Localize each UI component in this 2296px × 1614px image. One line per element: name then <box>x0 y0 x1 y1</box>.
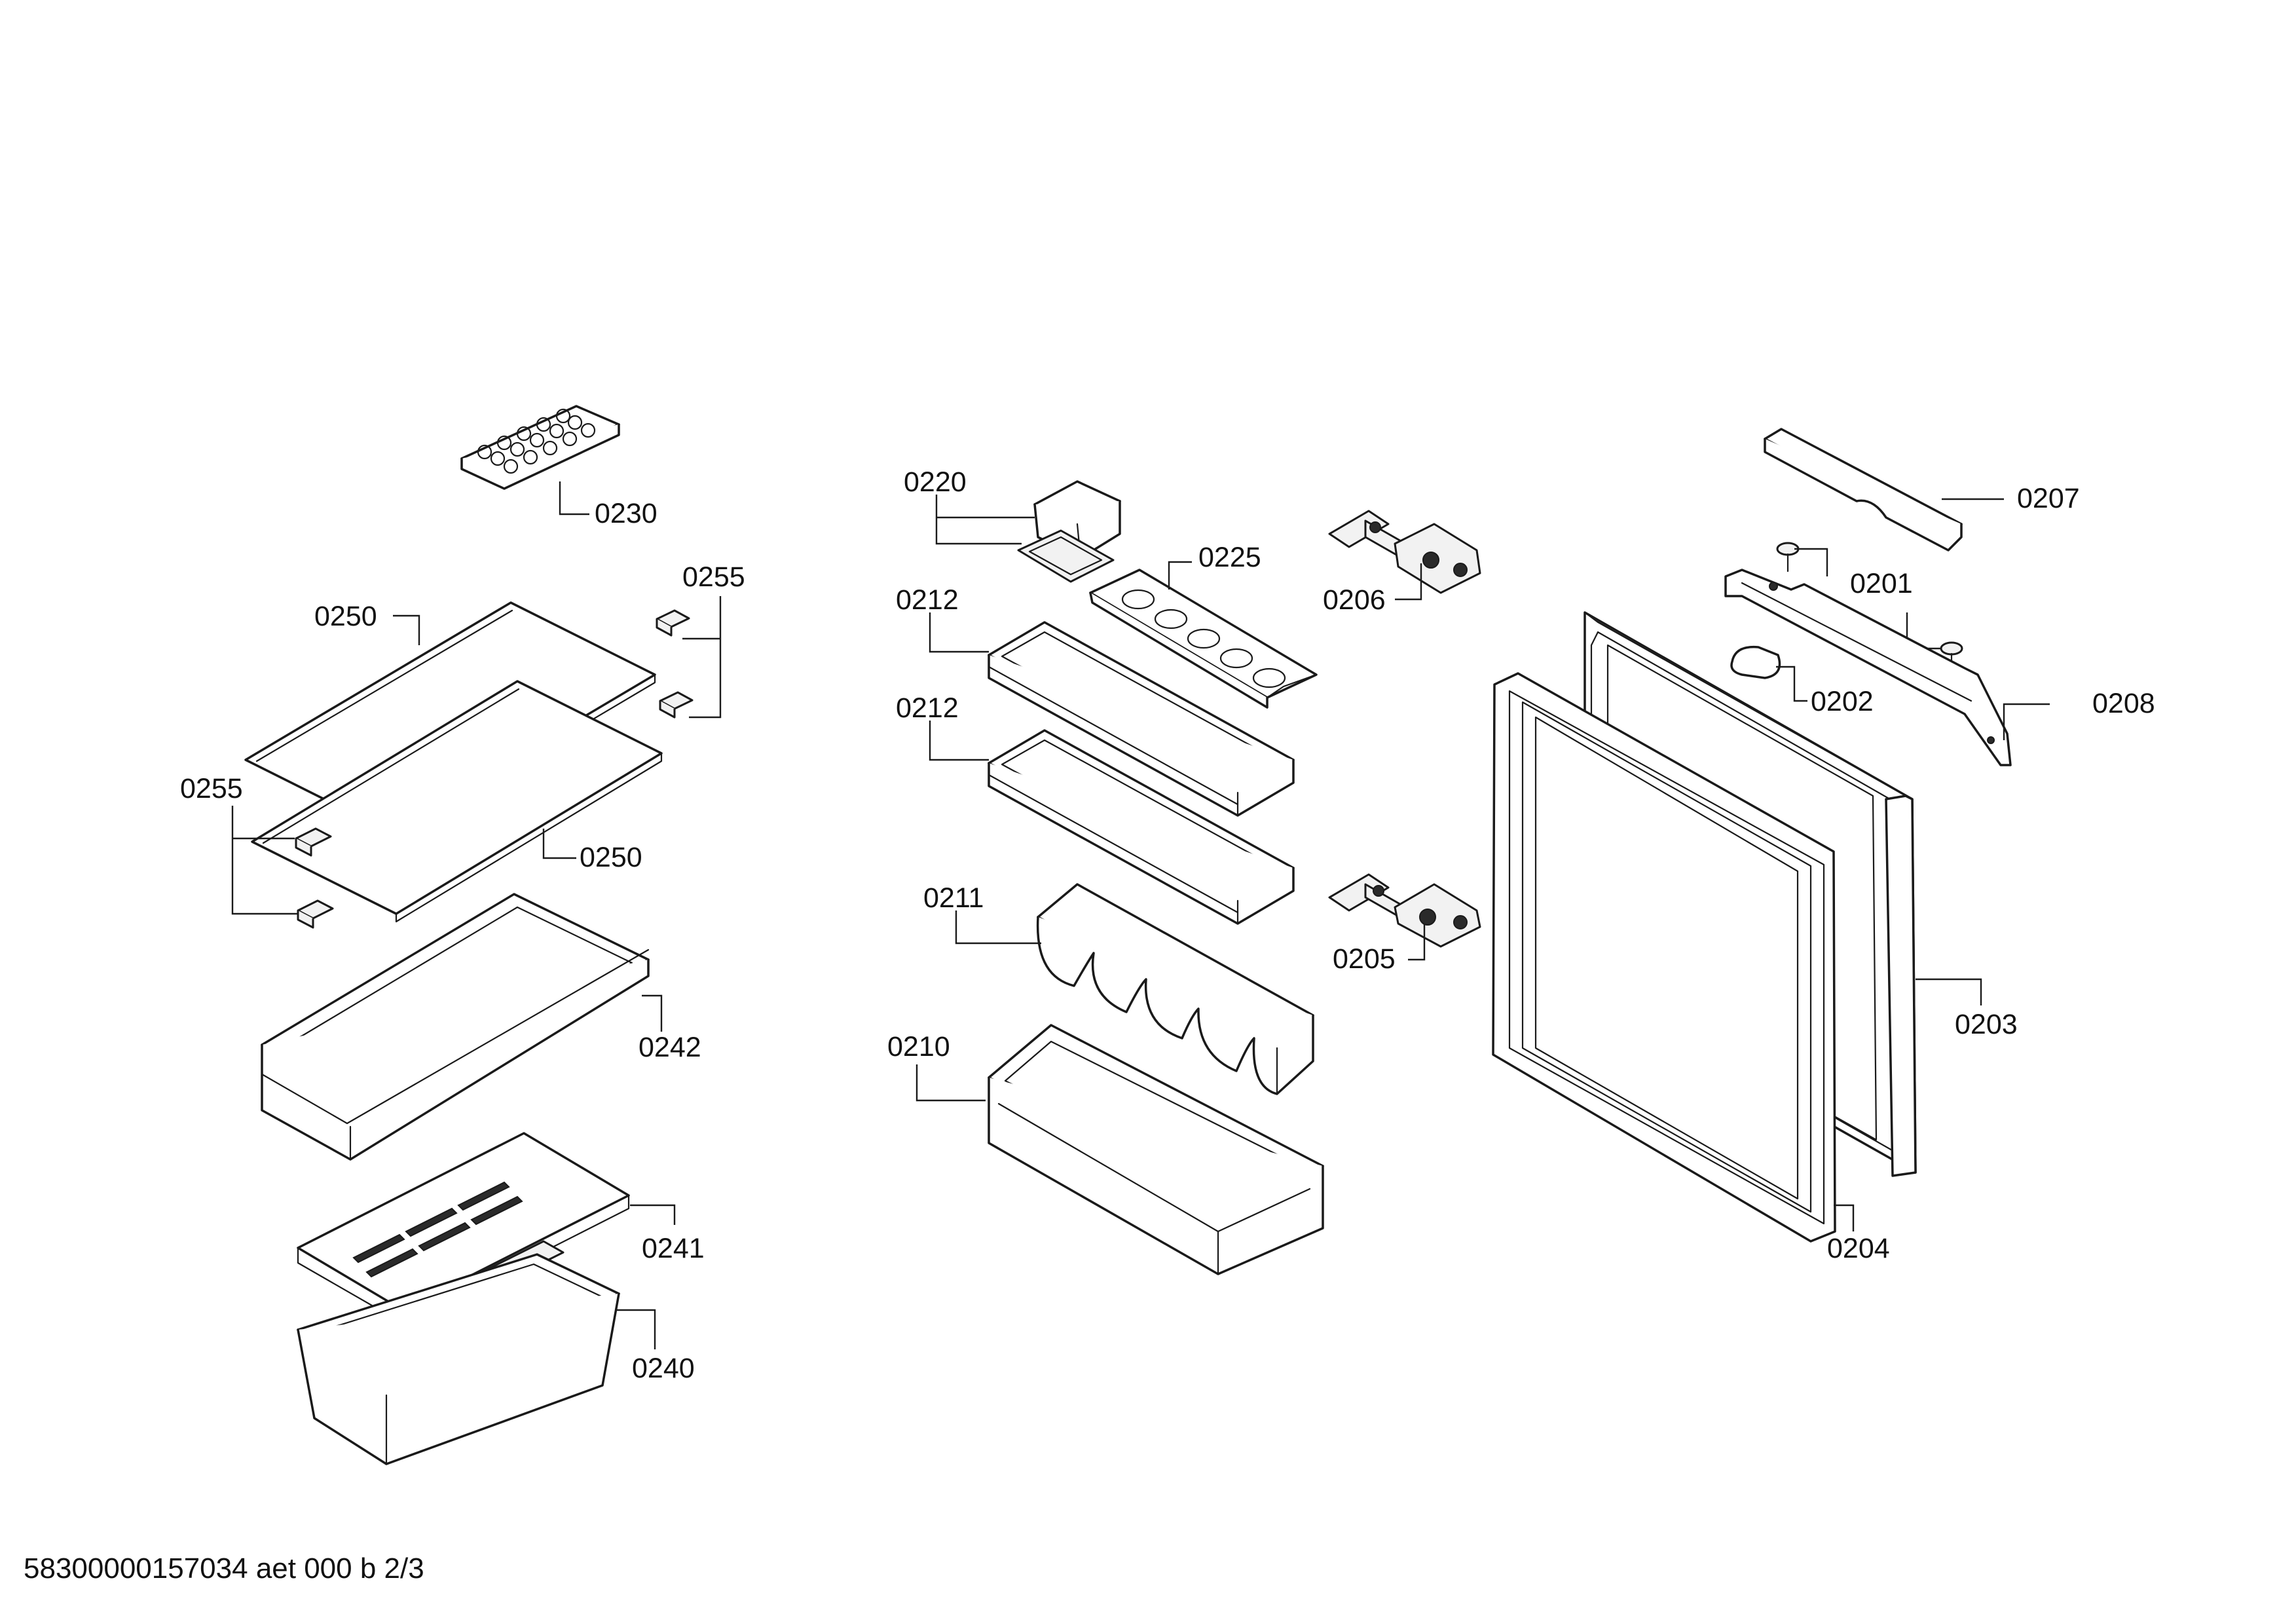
leader-0250b <box>542 829 576 859</box>
callout-0241: 0241 <box>642 1233 705 1264</box>
callout-0201: 0201 <box>1850 568 1913 599</box>
leader-0202 <box>1776 666 1807 702</box>
part-0255-clip-upper <box>656 609 690 637</box>
callout-0207: 0207 <box>2017 483 2080 514</box>
callout-0220: 0220 <box>904 466 967 498</box>
callout-0240: 0240 <box>632 1353 695 1384</box>
callout-0255-left: 0255 <box>180 773 243 804</box>
callout-0205: 0205 <box>1333 943 1396 975</box>
part-0241-drawer-lid <box>297 1132 630 1324</box>
part-0205-lower-hinge <box>1328 873 1481 948</box>
callout-0210: 0210 <box>887 1031 950 1062</box>
leader-0240 <box>616 1309 656 1349</box>
callout-0206: 0206 <box>1323 584 1386 616</box>
part-0240-drawer-tub <box>297 1253 620 1465</box>
callout-0212-lower: 0212 <box>896 692 959 724</box>
leader-0255a <box>682 596 722 719</box>
part-0255-clip-lower <box>659 691 694 719</box>
leader-0242 <box>642 994 663 1032</box>
callout-0202: 0202 <box>1811 686 1874 717</box>
part-0206-upper-hinge <box>1328 510 1481 594</box>
leader-0205 <box>1408 924 1426 961</box>
callout-0230: 0230 <box>595 498 657 529</box>
leader-0210 <box>916 1064 986 1102</box>
leader-0208 <box>2003 703 2050 740</box>
callout-0211: 0211 <box>923 882 984 914</box>
leader-0204 <box>1834 1204 1855 1231</box>
callout-0204: 0204 <box>1827 1233 1890 1264</box>
part-0204-door-seal <box>1492 672 1836 1243</box>
part-0250-lower-shelf <box>251 680 663 923</box>
part-0225-egg-tray <box>1089 569 1318 709</box>
leader-0250a <box>393 614 420 645</box>
part-0208-mounting-bracket <box>1724 569 2012 766</box>
part-0220-butter-box <box>1017 480 1121 583</box>
part-0202-cap <box>1730 645 1781 679</box>
part-0255-clip-left-upper <box>295 827 332 857</box>
leader-0212b <box>929 721 989 761</box>
leader-0230 <box>559 481 589 516</box>
part-0212-door-shelf-lower <box>988 729 1295 925</box>
leader-0211 <box>955 910 1041 945</box>
part-0255-clip-left-lower <box>297 899 334 929</box>
part-0210-bottom-door-bin <box>988 1024 1324 1275</box>
part-0207-top-trim <box>1764 428 1963 552</box>
leader-0206 <box>1395 563 1422 601</box>
callout-0250-lower: 0250 <box>580 842 642 873</box>
callout-0225: 0225 <box>1198 542 1261 573</box>
callout-0250-upper: 0250 <box>314 601 377 632</box>
callout-0255-right: 0255 <box>682 561 745 593</box>
part-0211-bottle-holder <box>1036 883 1314 1095</box>
part-0242-drawer <box>261 893 650 1161</box>
callout-0208: 0208 <box>2092 688 2155 719</box>
part-0212-door-shelf-upper <box>988 621 1295 817</box>
callout-0212-upper: 0212 <box>896 584 959 616</box>
callout-0242: 0242 <box>639 1032 701 1063</box>
leader-0225 <box>1168 561 1192 590</box>
callout-0203: 0203 <box>1955 1009 2018 1040</box>
leader-0241 <box>630 1204 676 1225</box>
leader-0220 <box>935 495 1035 545</box>
part-0230-ice-tray <box>460 405 620 490</box>
document-code: 58300000157034 aet 000 b 2/3 <box>24 1552 424 1585</box>
leader-0203 <box>1916 978 1982 1005</box>
leader-0212a <box>929 612 989 653</box>
leader-0255b <box>231 806 298 915</box>
